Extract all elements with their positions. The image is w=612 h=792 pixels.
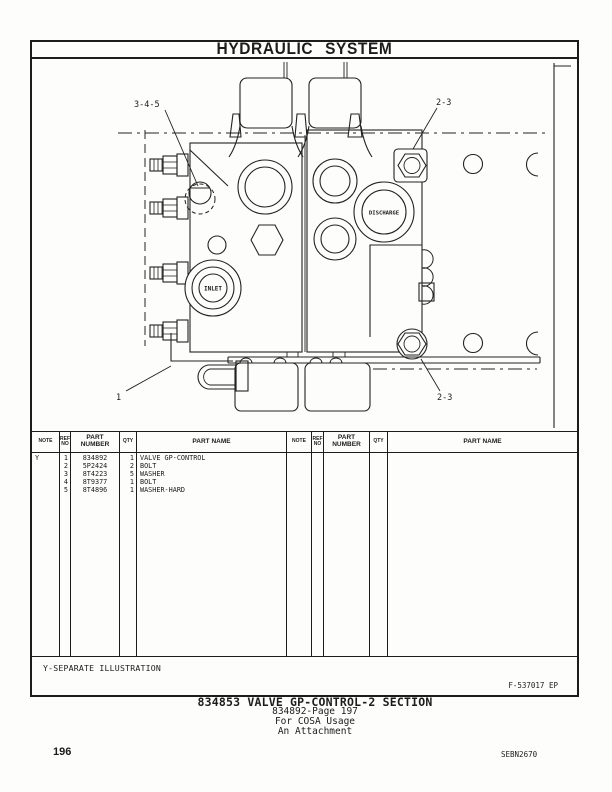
discharge-port-label: DISCHARGE	[369, 211, 399, 217]
handle	[197, 360, 249, 392]
note-column: Y	[32, 453, 60, 656]
centerlines	[118, 130, 546, 370]
note-column-2	[287, 453, 312, 656]
inlet-port-label: INLET	[204, 286, 222, 293]
part-name-column-2	[388, 453, 577, 656]
col-part-number-2: PART NUMBER	[324, 432, 370, 452]
figure-reference: F-537017 EP	[508, 681, 558, 690]
bottom-bracket	[197, 351, 541, 412]
title-bar: HYDRAULIC SYSTEM	[32, 40, 577, 59]
caption-page-ref: 834892-Page 197	[272, 706, 358, 717]
parts-table-header: NOTE REF NO PART NUMBER QTY PART NAME NO…	[32, 431, 577, 453]
bolt-23-bottom	[396, 328, 428, 360]
col-note: NOTE	[32, 432, 60, 452]
valve-body-right	[304, 129, 435, 360]
col-part-name-2: PART NAME	[463, 437, 502, 445]
leader-lines	[125, 107, 441, 392]
col-ref-no-2: REF NO	[312, 432, 324, 452]
callout-1: 1	[116, 393, 121, 403]
page-title: HYDRAULIC SYSTEM	[216, 40, 393, 58]
valve-diagram: 3-4-5 2-3 2-3 1 INLET DISCHARGE	[32, 59, 577, 431]
col-ref-no: REF NO	[60, 432, 71, 452]
caption-title: 834853 VALVE GP-CONTROL-2 SECTION	[197, 695, 433, 709]
mounting-plate	[462, 63, 571, 428]
ref-column-2	[312, 453, 324, 656]
bolt-345	[184, 181, 216, 215]
bolt-23-top	[393, 148, 428, 183]
parts-table: NOTE REF NO PART NUMBER QTY PART NAME NO…	[32, 431, 577, 656]
valve-illustration: 3-4-5 2-3 2-3 1 INLET DISCHARGE	[116, 62, 571, 428]
caption-attachment: An Attachment	[277, 726, 353, 737]
callout-2-3-top: 2-3	[436, 98, 451, 108]
figure-caption: 834853 VALVE GP-CONTROL-2 SECTION 834892…	[18, 695, 612, 737]
col-part-name: PART NAME	[137, 432, 287, 452]
callout-2-3-bottom: 2-3	[437, 393, 452, 403]
qty-column-2	[370, 453, 388, 656]
sheet-border: HYDRAULIC SYSTEM	[30, 40, 579, 697]
separate-illustration-note: Y-SEPARATE ILLUSTRATION	[43, 663, 161, 673]
col-note-2: NOTE	[287, 432, 312, 452]
caption-usage: For COSA Usage	[274, 716, 356, 727]
callout-3-4-5: 3-4-5	[134, 100, 160, 110]
page-number: 196	[53, 746, 72, 758]
col-qty: QTY	[120, 432, 137, 452]
footnote-band: Y-SEPARATE ILLUSTRATION F-537017 EP	[32, 656, 577, 695]
col-part-number: PART NUMBER	[71, 432, 120, 452]
valve-body-left	[170, 142, 303, 362]
col-qty-2: QTY	[370, 432, 388, 452]
document-code: SEBN2670	[501, 750, 538, 759]
part-number-column-2	[324, 453, 370, 656]
stud-bolts	[149, 153, 189, 343]
